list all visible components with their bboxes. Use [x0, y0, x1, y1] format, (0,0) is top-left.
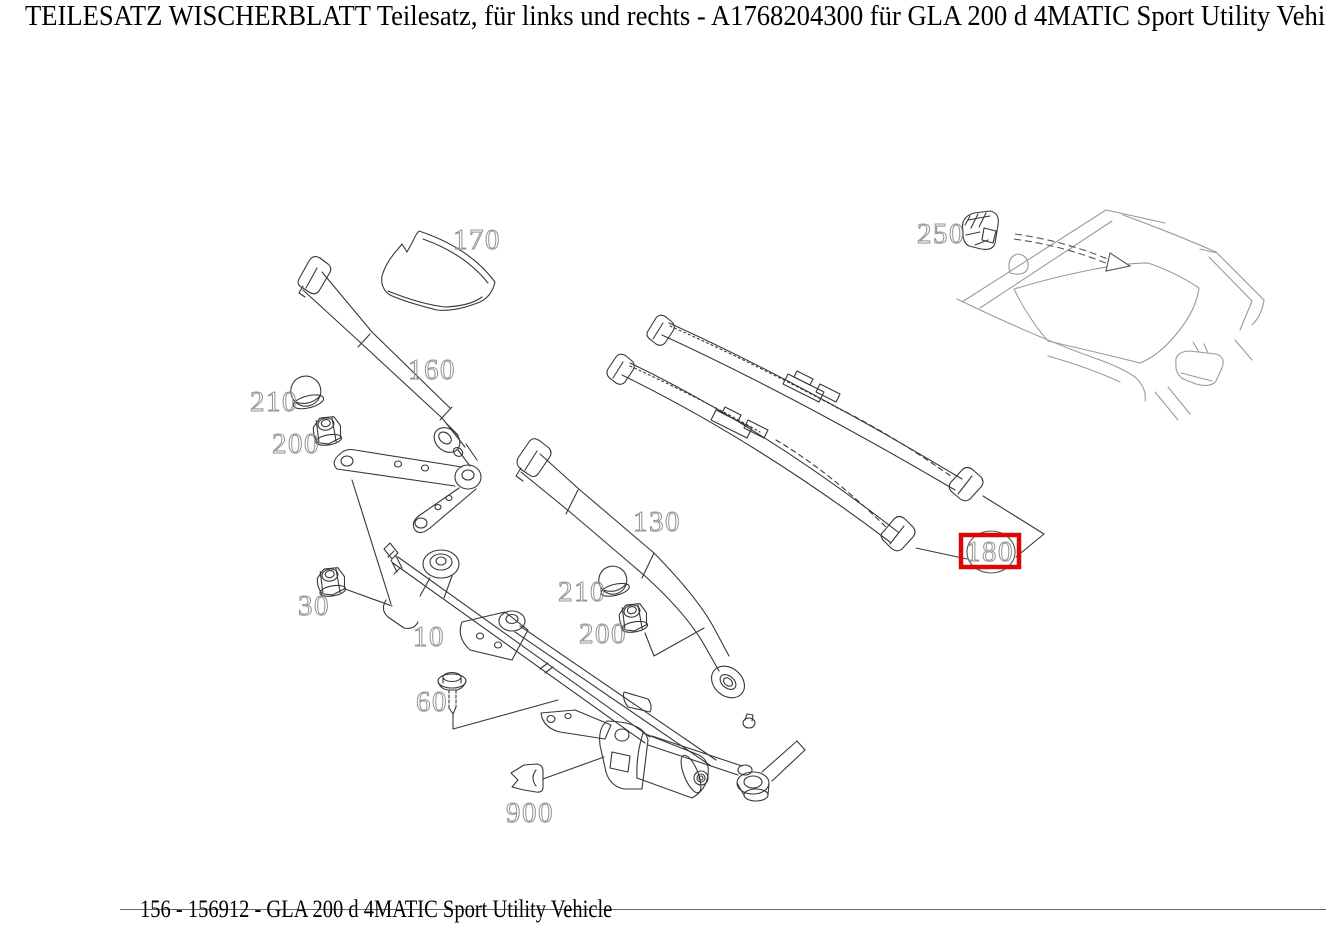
wiper-motor-drawing: [540, 691, 806, 802]
part-label-210-left: 210: [250, 386, 298, 418]
part-label-180: 180: [966, 536, 1014, 568]
car-windshield-sketch: [956, 209, 1265, 421]
cover-cap-drawing: [381, 230, 496, 311]
rain-sensor-drawing: [961, 210, 999, 250]
part-label-10: 10: [413, 621, 445, 653]
clip-900-drawing: [510, 756, 605, 793]
wiper-blade-lower: [606, 353, 916, 552]
wiper-arm-left-drawing: [297, 255, 478, 467]
part-label-170: 170: [453, 224, 501, 256]
footer-text: 156 - 156912 - GLA 200 d 4MATIC Sport Ut…: [140, 896, 613, 923]
nut-200-left-drawing: [312, 416, 343, 446]
part-label-200-left: 200: [272, 428, 320, 460]
cap-210-right-drawing: [598, 565, 630, 597]
pivot-spindle-drawing: [383, 542, 403, 575]
leader-lines-left: [344, 479, 393, 607]
nut-30-drawing: [316, 567, 347, 597]
part-label-200-right: 200: [579, 618, 627, 650]
part-label-60: 60: [416, 686, 448, 718]
part-label-130: 130: [633, 506, 681, 538]
bolt-60-drawing: [437, 671, 559, 730]
part-label-210-right: 210: [558, 576, 606, 608]
page-title: TEILESATZ WISCHERBLATT Teilesatz, für li…: [25, 1, 1326, 32]
wiper-blade-upper: [646, 314, 984, 502]
part-label-900: 900: [506, 797, 554, 829]
nut-200-right-drawing: [618, 603, 705, 657]
footer-rule: [120, 909, 1326, 910]
wiper-arm-right-drawing: [515, 438, 746, 699]
mount-bracket-drawing: [333, 448, 482, 534]
part-label-160: 160: [408, 354, 456, 386]
part-label-250: 250: [917, 218, 965, 250]
highlight-box-180: [958, 532, 1022, 570]
linkage-frame-drawing: [382, 549, 717, 767]
part-label-30: 30: [298, 590, 330, 622]
part-labels: 170 160 210 200 30 10 60 900 130 210 200…: [250, 218, 1014, 830]
pointer-arrow: [1013, 233, 1132, 272]
cap-210-left-drawing: [290, 375, 325, 410]
